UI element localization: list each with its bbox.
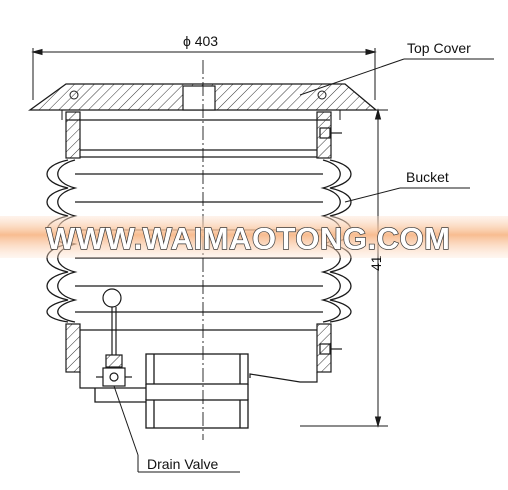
top-cover-leader xyxy=(299,58,494,96)
lower-flange xyxy=(65,323,342,389)
drain-valve-leader xyxy=(113,385,240,473)
watermark-text: WWW.WAIMAOTONG.COM xyxy=(46,221,450,256)
diameter-dimension xyxy=(31,48,377,100)
diameter-label: ϕ 403 xyxy=(183,33,218,49)
upper-flange xyxy=(65,111,342,159)
top-cover xyxy=(27,83,378,120)
outlet-pipe xyxy=(94,353,249,429)
drain-valve xyxy=(96,288,132,387)
watermark-band xyxy=(0,216,508,258)
bucket-leader xyxy=(344,187,470,203)
height-dimension xyxy=(300,108,388,428)
bucket-label: Bucket xyxy=(406,169,449,185)
top-cover-label: Top Cover xyxy=(407,40,471,56)
drain-valve-label: Drain Valve xyxy=(147,456,219,472)
height-label: 41 xyxy=(368,255,384,271)
